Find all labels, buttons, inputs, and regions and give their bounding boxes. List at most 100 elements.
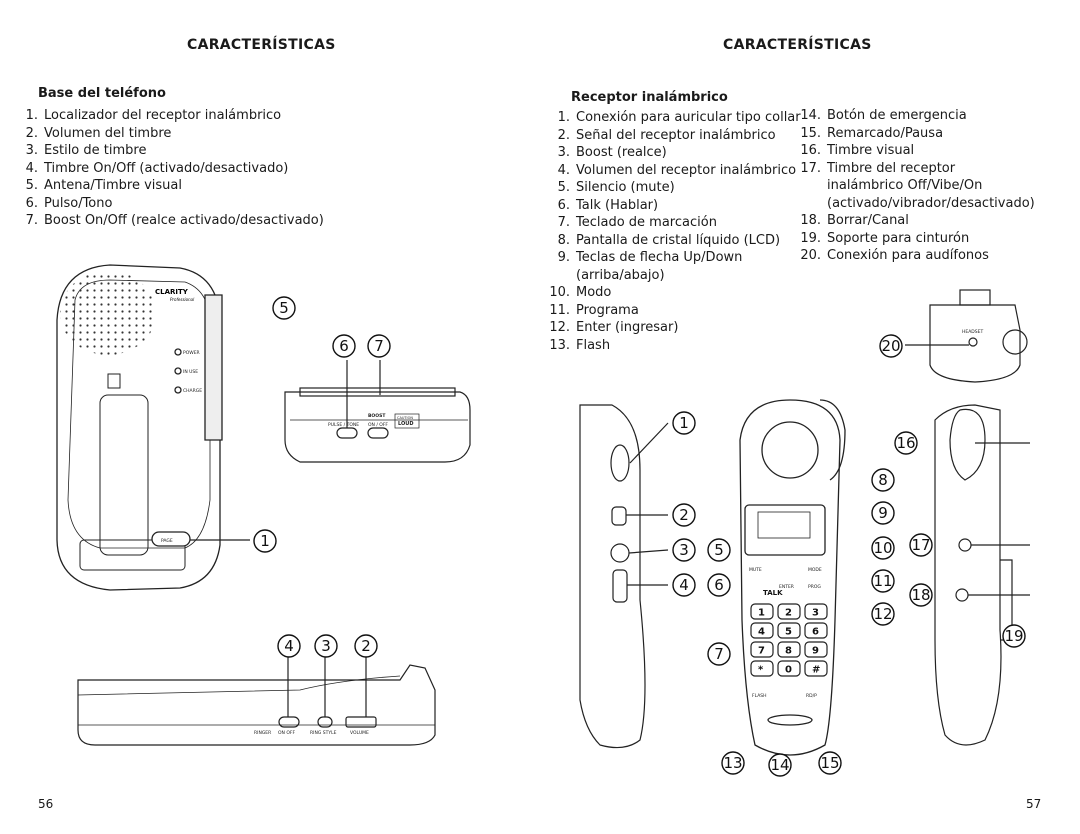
callout-circle (894, 431, 918, 455)
handset-front (739, 399, 846, 756)
handset-feature-item: 15.Remarcado/Pausa (797, 125, 1035, 143)
list-item-number: 14. (800, 108, 821, 123)
base-feature-item: 7. Boost On/Off (realce activado/desactiv… (14, 212, 324, 230)
keypad-key (804, 660, 828, 677)
in-use-led-label: IN USE (183, 369, 198, 375)
handset-feature-item: 10.Modo (546, 284, 801, 302)
keypad-key (804, 641, 828, 658)
handset-feature-item: (arriba/abajo) (546, 267, 801, 285)
callout-number: 10 (873, 539, 892, 557)
handset-feature-item: 17.Timbre del receptor (797, 160, 1035, 178)
callout-circle (367, 334, 391, 358)
list-item-text: Teclas de flecha Up/Down (576, 250, 743, 265)
list-item-text: Conexión para auricular tipo collar (576, 110, 801, 125)
keypad-key (750, 660, 774, 677)
handset-feature-item: 7. Teclado de marcación (546, 214, 801, 232)
redial-button-label: RD/P (806, 693, 817, 699)
keypad-key-label: 5 (785, 627, 792, 638)
list-item-number: 7. (557, 215, 570, 230)
callout-number: 14 (770, 756, 789, 774)
keypad-key (750, 641, 774, 658)
brand-subtitle: Professional (170, 297, 195, 302)
callout-circle (332, 334, 356, 358)
list-item-number: 12. (549, 320, 570, 335)
list-item-text: Pulso/Tono (44, 195, 113, 211)
callout-number: 5 (714, 541, 724, 559)
speaker-grille (60, 271, 156, 355)
callout-number: 11 (873, 572, 892, 590)
list-item-text: Señal del receptor inalámbrico (576, 127, 776, 143)
list-item-text: Silencio (mute) (576, 180, 675, 195)
list-item-text: Remarcado/Pausa (827, 125, 944, 141)
list-item-number: 5. (557, 180, 570, 195)
right-page-heading: CARACTERÍSTICAS (723, 37, 872, 53)
list-item-number: 2. (25, 125, 38, 141)
list-item-text: Antena/Timbre visual (44, 178, 182, 193)
keypad-key (750, 603, 774, 620)
callout-number: 6 (714, 576, 724, 594)
talk-button-label: TALK (763, 589, 783, 597)
handset-feature-item: 11.Programa (546, 302, 801, 320)
callout-number: 16 (896, 434, 915, 452)
list-item-number: 2. (557, 127, 570, 143)
keypad-key (777, 641, 801, 658)
callout-circle (272, 296, 296, 320)
list-item-text: Volumen del timbre (44, 125, 172, 141)
callout-circle (909, 583, 933, 607)
callout-circle (314, 634, 338, 658)
list-item-text: Boost (realce) (576, 145, 667, 160)
handset-feature-item: (activado/vibrador/desactivado) (797, 195, 1035, 213)
right-page-number: 57 (1026, 797, 1042, 811)
list-item-text: Boost On/Off (realce activado/desactivad… (44, 213, 324, 228)
callout-number: 6 (339, 337, 349, 355)
ring-style-label: RING STYLE (310, 730, 337, 736)
callout-circle (871, 602, 895, 626)
callout-number: 3 (679, 541, 689, 559)
list-item-text: Teclado de marcación (576, 215, 717, 230)
handset-feature-item: 20.Conexión para audífonos (797, 247, 1035, 265)
callout-number: 20 (881, 337, 900, 355)
callout-circle (871, 468, 895, 492)
keypad-key-label: # (812, 665, 820, 676)
callout-circle (672, 538, 696, 562)
callout-number: 5 (279, 299, 289, 317)
list-item-number: 6. (25, 195, 38, 211)
callout-number: 13 (723, 754, 742, 772)
callout-number: 1 (679, 414, 689, 432)
handset-feature-item: 8.Pantalla de cristal líquido (LCD) (546, 232, 801, 250)
callout-circle (253, 529, 277, 553)
list-item-text: Timbre visual (827, 143, 915, 158)
callout-circle (707, 642, 731, 666)
mute-button-label: MUTE (749, 567, 762, 573)
callout-number: 4 (284, 637, 294, 655)
handset-feature-item: 4.Volumen del receptor inalámbrico (546, 162, 801, 180)
handset-feature-item: 13.Flash (546, 337, 801, 355)
antenna (204, 294, 223, 441)
keypad-key-label: 0 (785, 665, 792, 676)
list-item-number: 9. (557, 250, 570, 265)
handset-section-title: Receptor inalámbrico (571, 90, 728, 105)
keypad-key (777, 660, 801, 677)
callout-number: 7 (714, 645, 724, 663)
callout-number: 3 (321, 637, 331, 655)
callout-circle (672, 503, 696, 527)
keypad-key (777, 603, 801, 620)
list-item-number: 17. (800, 160, 821, 176)
callout-number: 17 (911, 536, 930, 554)
callout-number: 7 (374, 337, 384, 355)
list-item-number: 7. (25, 213, 38, 228)
prog-button-label: PROG (808, 584, 821, 590)
callout-circle (879, 334, 903, 358)
callout-number: 2 (361, 637, 371, 655)
callout-number: 19 (1004, 627, 1023, 645)
base-feature-item: 5.Antena/Timbre visual (14, 177, 324, 195)
base-feature-item: 1.Localizador del receptor inalámbrico (14, 107, 324, 125)
list-item-text: Talk (Hablar) (576, 197, 659, 213)
callout-circle (1002, 624, 1026, 648)
loud-label: LOUD (398, 421, 413, 427)
list-item-text: Programa (576, 302, 639, 318)
list-item-number: 10. (549, 285, 570, 300)
